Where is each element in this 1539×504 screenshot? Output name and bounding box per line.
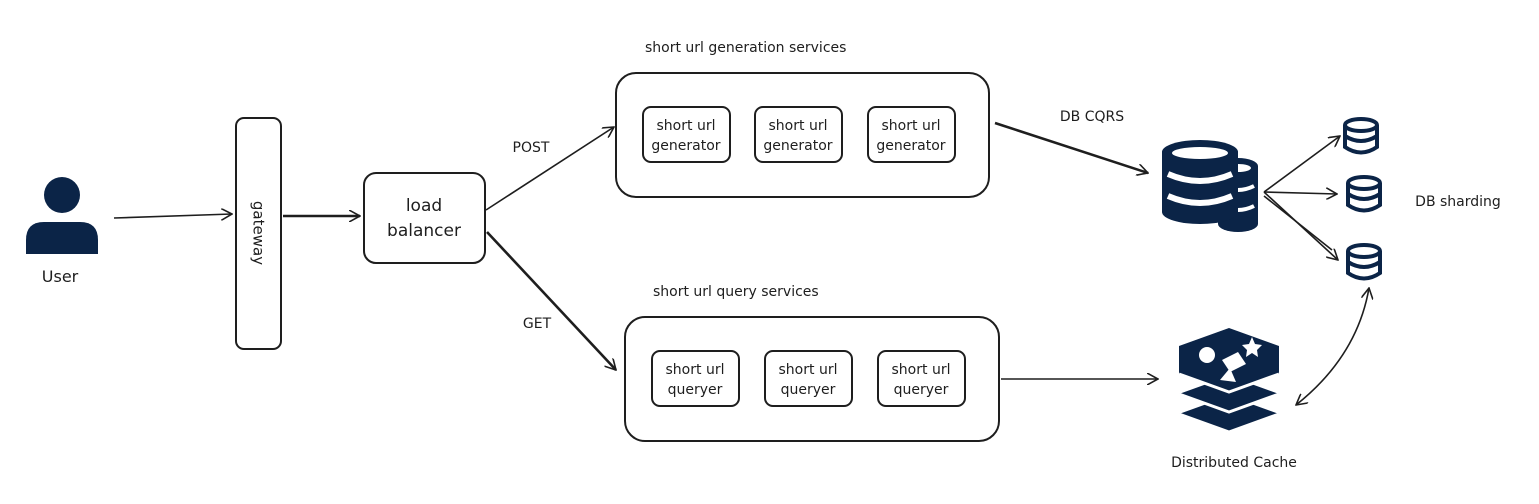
svg-text:generator: generator: [763, 138, 832, 154]
svg-text:short url: short url: [779, 362, 838, 378]
svg-text:queryer: queryer: [781, 382, 836, 398]
queryer-node: short url queryer: [651, 350, 740, 407]
gateway-label: gateway: [250, 201, 268, 265]
database-shard-icon: [1343, 117, 1379, 155]
load-balancer-label-line2: balancer: [387, 221, 461, 241]
arrow-user-to-gateway: [113, 214, 232, 218]
query-group-title: short url query services: [653, 284, 819, 300]
db-cqrs-label: DB CQRS: [1060, 109, 1124, 125]
arrow-shard-3-extra: [1263, 195, 1333, 251]
queryer-node: short url queryer: [764, 350, 853, 407]
svg-text:short url: short url: [769, 118, 828, 134]
arrow-shard-1: [1263, 136, 1340, 193]
arrow-get: [486, 231, 616, 370]
gateway-box: [235, 117, 282, 350]
user-icon: [26, 177, 98, 254]
database-shard-icon: [1346, 175, 1382, 213]
db-sharding-label: DB sharding: [1415, 194, 1501, 210]
post-label: POST: [513, 140, 550, 156]
svg-text:short url: short url: [892, 362, 951, 378]
svg-text:queryer: queryer: [668, 382, 723, 398]
generator-node: short url generator: [642, 106, 731, 163]
queryer-node: short url queryer: [877, 350, 966, 407]
generation-group-title: short url generation services: [645, 40, 846, 56]
generator-node: short url generator: [867, 106, 956, 163]
redis-cache-icon: [1178, 328, 1280, 434]
load-balancer-label-line1: load: [406, 196, 442, 216]
arrow-post: [485, 127, 614, 211]
generator-node: short url generator: [754, 106, 843, 163]
svg-text:queryer: queryer: [894, 382, 949, 398]
load-balancer-box: [363, 172, 486, 264]
distributed-cache-label: Distributed Cache: [1171, 455, 1297, 471]
svg-text:short url: short url: [882, 118, 941, 134]
arrow-db-cqrs: [994, 121, 1148, 173]
get-label: GET: [523, 316, 552, 332]
database-icon: [1162, 140, 1258, 232]
user-label: User: [42, 267, 79, 286]
svg-text:short url: short url: [657, 118, 716, 134]
arrow-cache-shard: [1296, 288, 1369, 405]
database-shard-icon: [1346, 243, 1382, 281]
arrow-shard-2: [1263, 192, 1337, 194]
svg-text:generator: generator: [876, 138, 945, 154]
svg-text:generator: generator: [651, 138, 720, 154]
svg-text:short url: short url: [666, 362, 725, 378]
